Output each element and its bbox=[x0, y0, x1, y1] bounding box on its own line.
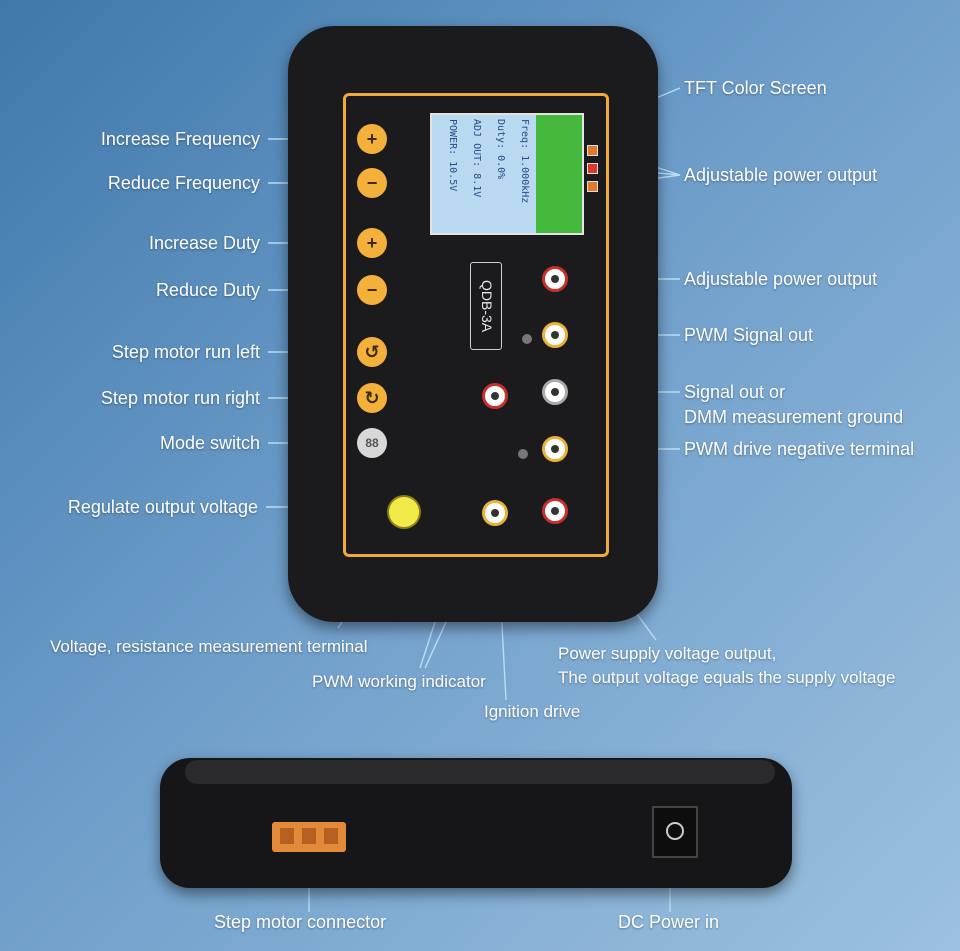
ground-jack bbox=[542, 379, 568, 405]
step-motor-connector bbox=[272, 822, 346, 852]
label-power-supply-2: The output voltage equals the supply vol… bbox=[558, 668, 896, 687]
voltage-knob[interactable] bbox=[389, 497, 419, 527]
duty-minus-button[interactable]: − bbox=[357, 275, 387, 305]
label-step-right: Step motor run right bbox=[100, 388, 260, 408]
pwm-signal-jack bbox=[542, 322, 568, 348]
label-tft-screen: TFT Color Screen bbox=[684, 78, 827, 98]
indicator-square-2 bbox=[587, 163, 598, 174]
label-voltage-terminal: Voltage, resistance measurement terminal bbox=[50, 637, 368, 656]
mode-switch-button[interactable]: 88 bbox=[357, 428, 387, 458]
tft-screen: Freq: 1.000kHz Duty: 0.0% ADJ OUT: 8.1V … bbox=[430, 113, 584, 235]
screen-line-freq: Freq: 1.000kHz bbox=[519, 119, 530, 204]
screen-line-power: POWER: 10.5V bbox=[447, 119, 458, 192]
screen-readout: Freq: 1.000kHz Duty: 0.0% ADJ OUT: 8.1V … bbox=[426, 119, 536, 219]
control-panel-frame bbox=[343, 93, 609, 557]
label-pwm-signal: PWM Signal out bbox=[684, 325, 814, 345]
screen-line-adj-out: ADJ OUT: 8.1V bbox=[471, 119, 482, 198]
label-step-left: Step motor run left bbox=[111, 342, 260, 362]
ignition-jack bbox=[482, 500, 508, 526]
step-right-button[interactable]: ↻ bbox=[357, 383, 387, 413]
label-signal-out: Signal out or bbox=[684, 382, 786, 402]
label-step-connector: Step motor connector bbox=[214, 912, 387, 932]
label-increase-frequency: Increase Frequency bbox=[100, 129, 260, 149]
label-ignition: Ignition drive bbox=[484, 702, 581, 721]
label-pwm-negative: PWM drive negative terminal bbox=[684, 439, 915, 459]
label-reduce-duty: Reduce Duty bbox=[155, 280, 260, 300]
screen-line-duty: Duty: 0.0% bbox=[495, 119, 506, 180]
duty-plus-button[interactable]: + bbox=[357, 228, 387, 258]
label-adj-power-2: Adjustable power output bbox=[684, 269, 878, 289]
pwm-indicator-led-2 bbox=[518, 449, 528, 459]
freq-plus-button[interactable]: + bbox=[357, 124, 387, 154]
dc-power-jack bbox=[652, 806, 698, 858]
indicator-square-3 bbox=[587, 181, 598, 192]
pwm-negative-jack bbox=[542, 436, 568, 462]
indicator-square-1 bbox=[587, 145, 598, 156]
device-side-top-edge bbox=[185, 760, 775, 784]
label-reduce-frequency: Reduce Frequency bbox=[107, 173, 260, 193]
screen-status-bar bbox=[536, 115, 582, 233]
label-dmm-ground: DMM measurement ground bbox=[684, 407, 904, 427]
freq-minus-button[interactable]: − bbox=[357, 168, 387, 198]
voltage-measure-jack bbox=[482, 383, 508, 409]
pwm-indicator-led bbox=[522, 334, 532, 344]
label-mode-switch: Mode switch bbox=[159, 433, 260, 453]
label-power-supply-1: Power supply voltage output, bbox=[558, 644, 777, 663]
label-pwm-indicator: PWM working indicator bbox=[312, 672, 486, 691]
label-increase-duty: Increase Duty bbox=[148, 233, 260, 253]
label-dc-power: DC Power in bbox=[618, 912, 720, 932]
model-label: QDB-3A bbox=[470, 262, 502, 350]
label-regulate-voltage: Regulate output voltage bbox=[67, 497, 258, 517]
adj-power-jack bbox=[542, 266, 568, 292]
power-supply-jack bbox=[542, 498, 568, 524]
label-adj-power-1: Adjustable power output bbox=[684, 165, 878, 185]
step-left-button[interactable]: ↺ bbox=[357, 337, 387, 367]
